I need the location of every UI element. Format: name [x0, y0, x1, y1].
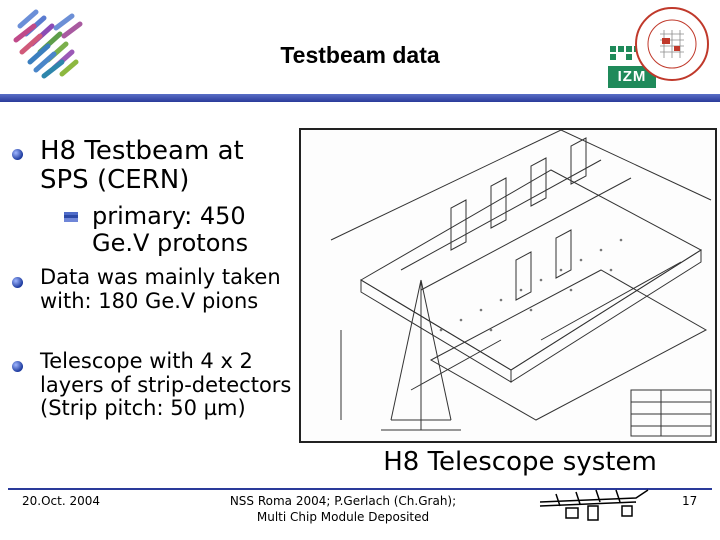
telescope-drawing-image	[299, 128, 717, 443]
bullet-testbeam: H8 Testbeam at SPS (CERN)	[40, 136, 244, 196]
bullet-icon	[12, 277, 23, 288]
footer-date: 20.Oct. 2004	[22, 494, 100, 508]
telescope-sketch-icon	[539, 489, 649, 521]
atlas-pixel-seal-icon	[635, 7, 709, 81]
header-rule	[0, 94, 720, 102]
figure-caption: H8 Telescope system	[383, 447, 657, 477]
bullet-telescope: Telescope with 4 x 2 layers of strip-det…	[40, 349, 292, 421]
bullet-data-taken: Data was mainly taken with: 180 Ge.V pio…	[40, 265, 281, 313]
sub-bullet-primary: primary: 450 Ge.V protons	[92, 202, 249, 257]
footer-center-line2: Multi Chip Module Deposited	[256, 509, 430, 524]
izm-logo-text: IZM	[608, 66, 656, 88]
page-number: 17	[682, 494, 698, 508]
bullet-icon	[12, 361, 23, 372]
page-title: Testbeam data	[280, 42, 440, 68]
bullet-icon	[12, 149, 23, 160]
institute-logo-icon	[13, 9, 83, 79]
footer-rule	[8, 488, 712, 490]
sub-bullet-icon	[64, 212, 78, 222]
footer-center: NSS Roma 2004; P.Gerlach (Ch.Grah); Mult…	[200, 494, 486, 525]
footer-center-line1: NSS Roma 2004; P.Gerlach (Ch.Grah);	[229, 494, 457, 508]
